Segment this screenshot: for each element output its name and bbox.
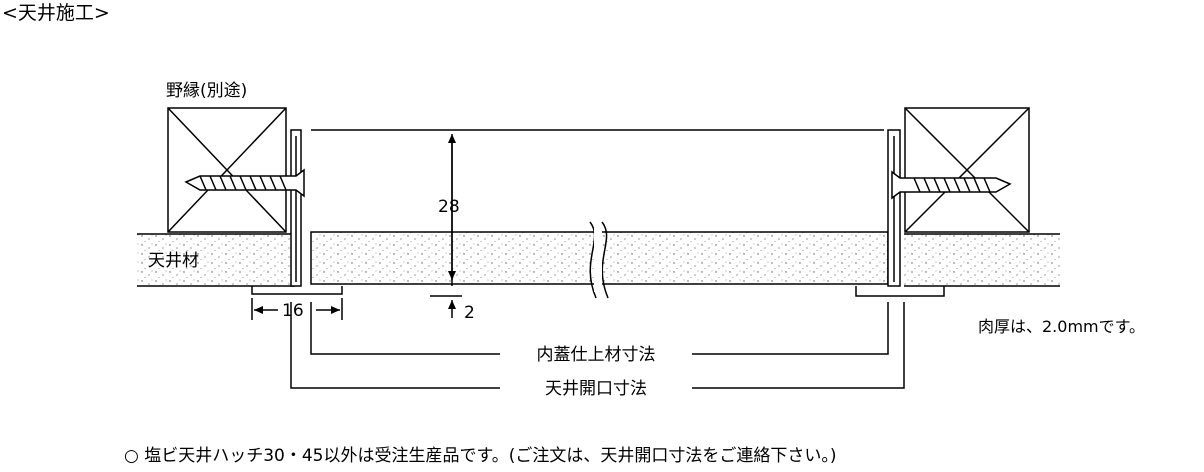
frame-right — [855, 129, 945, 297]
inner-lid-dimension-label: 内蓋仕上材寸法 — [537, 345, 656, 365]
joist-left — [167, 107, 287, 233]
joist-right — [904, 107, 1030, 233]
height-value-label: 28 — [438, 197, 460, 217]
frame-left — [251, 129, 343, 295]
screw-left — [184, 168, 305, 198]
ceiling-board-left — [137, 233, 295, 287]
inner-lid-dimension-line — [310, 302, 889, 355]
joist-label: 野縁(別途) — [166, 81, 247, 101]
opening-dimension-line — [290, 302, 905, 389]
thickness-note: 肉厚は、2.0mmです。 — [978, 317, 1146, 336]
opening-dimension-label: 天井開口寸法 — [545, 379, 647, 399]
diagram-heading: <天井施工> — [2, 2, 110, 24]
gap-value-label: 2 — [464, 303, 475, 323]
ceiling-board-right — [904, 233, 1060, 287]
break-mark — [589, 221, 609, 299]
ceiling-material-label: 天井材 — [148, 251, 199, 271]
footer-note: ○ 塩ビ天井ハッチ30・45以外は受注生産品です。(ご注文は、天井開口寸法をご連… — [124, 446, 837, 466]
width-value-label: 16 — [282, 301, 304, 321]
screw-right — [891, 170, 1012, 200]
